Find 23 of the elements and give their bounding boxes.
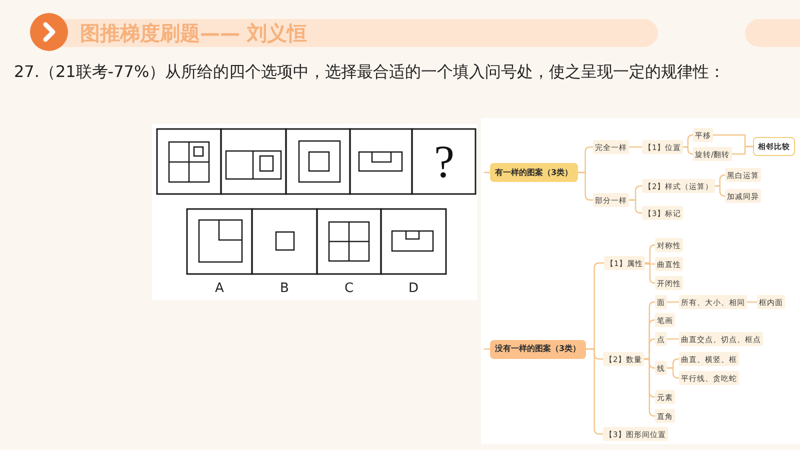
- title: 图推梯度刷题—— 刘义恒: [80, 21, 307, 45]
- question-mark: ?: [434, 139, 454, 185]
- connector: [682, 146, 694, 155]
- connector: [629, 199, 642, 214]
- option-label: D: [408, 280, 419, 296]
- connector: [644, 262, 656, 284]
- category-box: 有一样的图案（3类）: [490, 163, 578, 182]
- connector: [667, 367, 679, 379]
- connector: [644, 358, 656, 417]
- connector: [747, 301, 757, 303]
- connector: [732, 146, 753, 155]
- connector: [578, 172, 593, 201]
- option-label: A: [215, 280, 224, 296]
- question-text: 27.（21联考-77%）从所给的四个选项中，选择最合适的一个填入问号处，使之呈现一定的规律性：: [14, 62, 726, 82]
- connector: [667, 301, 679, 303]
- connector: [629, 146, 642, 148]
- connector: [586, 348, 603, 435]
- connector: [667, 338, 679, 340]
- category-box: 没有一样的图案（3类）: [490, 340, 586, 358]
- connector: [644, 263, 655, 265]
- option-label: C: [344, 280, 354, 296]
- option-label: B: [280, 280, 289, 296]
- connector: [714, 185, 726, 197]
